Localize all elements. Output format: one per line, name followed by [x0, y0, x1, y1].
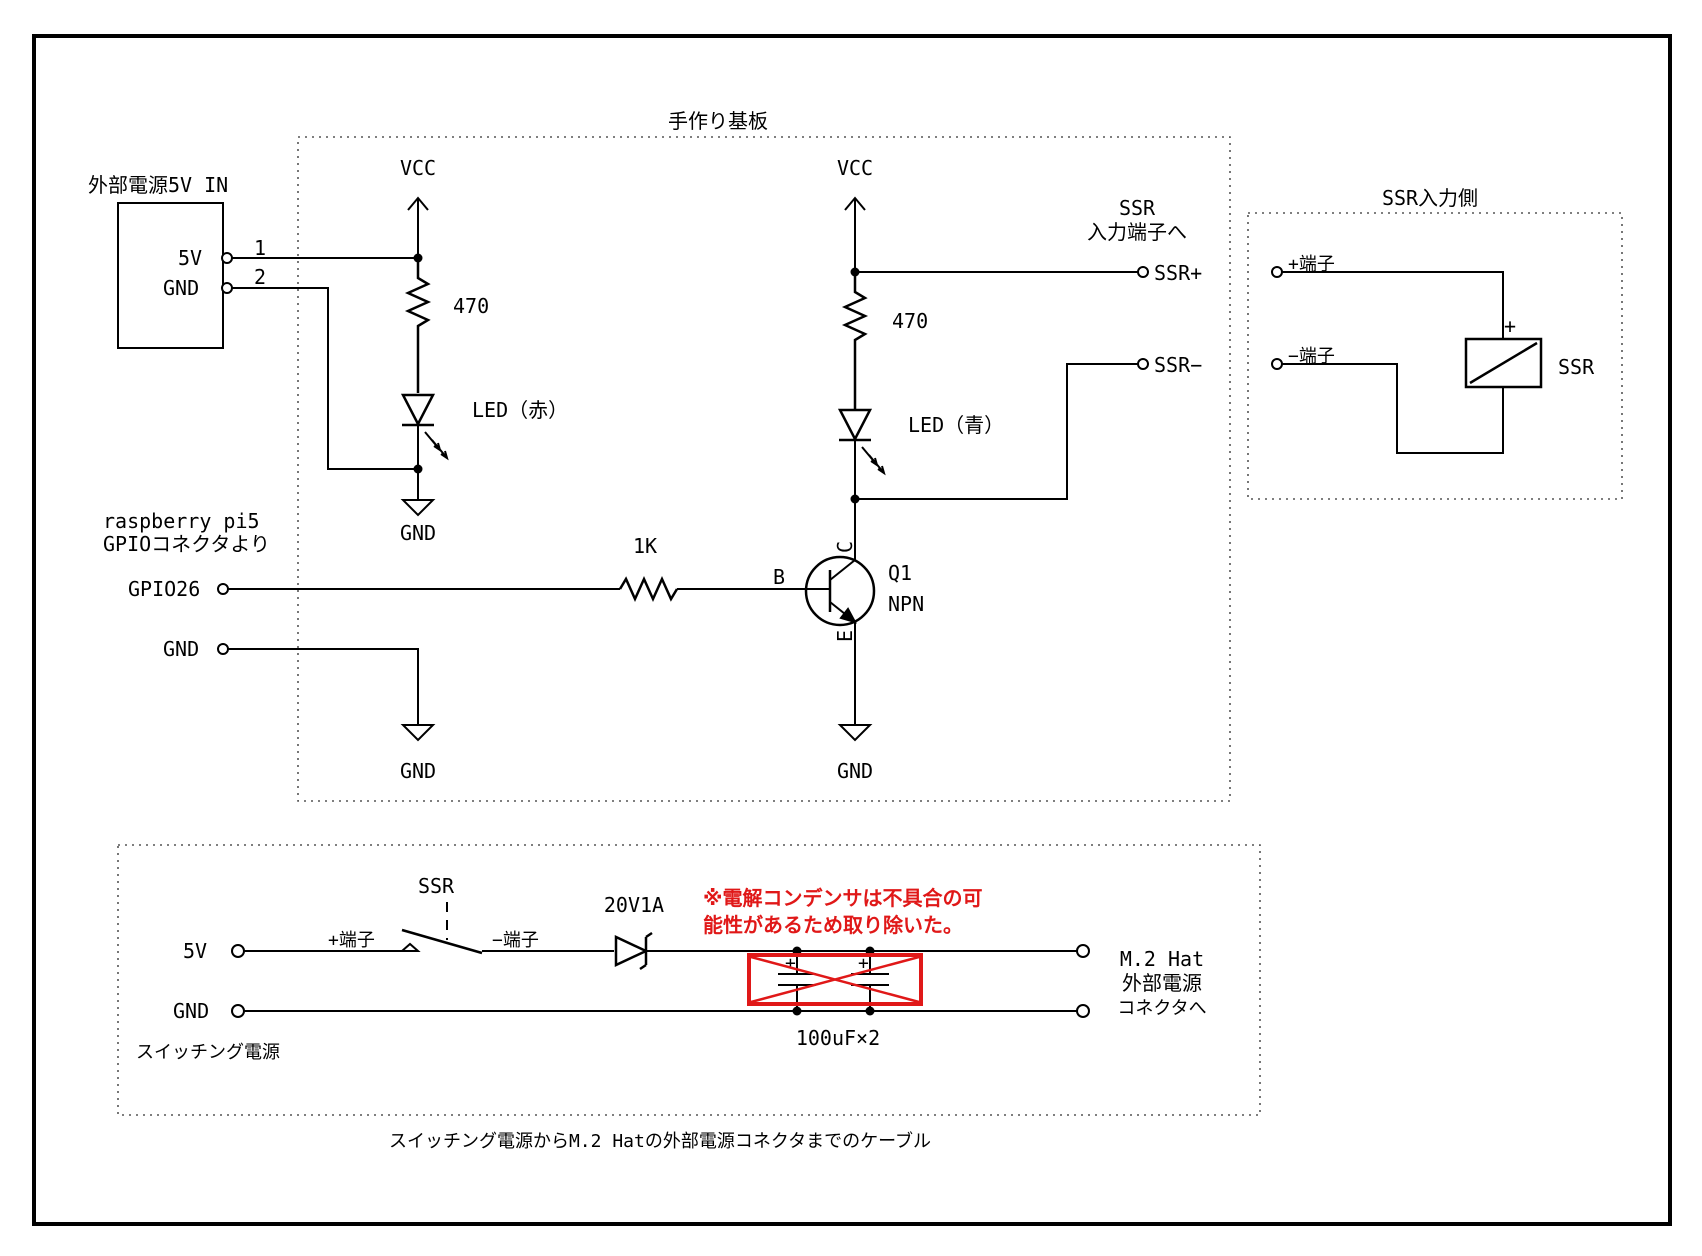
right-resistor-value: 470 — [892, 309, 928, 333]
dest-label-line2: 外部電源 — [1122, 971, 1202, 995]
base-resistor — [618, 575, 679, 603]
transistor-ref: Q1 — [888, 561, 912, 585]
transistor-collector-lead — [829, 559, 856, 581]
left-gnd-label: GND — [400, 521, 436, 545]
ssr-relay-slash — [1469, 341, 1538, 385]
ssr-plus-label: SSR+ — [1154, 261, 1202, 285]
cable-ssr-switch — [401, 928, 483, 955]
ext-power-pin1-number: 1 — [254, 236, 266, 260]
board-title: 手作り基板 — [668, 109, 768, 133]
ssr-out-title-line1: SSR — [1119, 196, 1156, 220]
ext-power-connector — [117, 202, 224, 349]
ssr-side-minus-label: −端子 — [1288, 346, 1335, 367]
transistor-collector-label: C — [833, 541, 857, 553]
rpi-gnd-label: GND — [163, 637, 199, 661]
ssr-relay-plus: + — [1504, 314, 1516, 338]
cable-ssr-label: SSR — [418, 874, 455, 898]
left-resistor-value: 470 — [453, 294, 489, 318]
wire-ssr-minus — [855, 363, 1139, 500]
ext-power-pin1-terminal — [221, 252, 233, 264]
rpi-gnd-terminal — [217, 643, 229, 655]
left-gnd-symbol — [400, 499, 436, 517]
ssr-input-side-box — [1247, 212, 1623, 500]
ssr-side-plus-terminal — [1271, 266, 1283, 278]
rpi-gnd-symbol-label: GND — [400, 759, 436, 783]
left-led-light-arrows — [424, 431, 449, 461]
dest-gnd-terminal — [1076, 1004, 1090, 1018]
ssr-side-plus-label: +端子 — [1288, 254, 1335, 275]
gpio26-terminal — [217, 583, 229, 595]
warning-line1: ※電解コンデンサは不具合の可 — [703, 886, 982, 910]
ext-power-pin2-label: GND — [163, 276, 199, 300]
cable-ssr-switch-contact — [399, 942, 421, 952]
transistor-q1 — [804, 555, 876, 627]
cable-5v-terminal — [231, 944, 245, 958]
capacitor-value: 100uF×2 — [796, 1026, 880, 1050]
removed-capacitor-box — [747, 953, 923, 1006]
cable-gnd-terminal — [231, 1004, 245, 1018]
rpi-gnd-symbol — [400, 724, 436, 742]
left-led-label: LED（赤） — [472, 398, 568, 422]
dest-5v-terminal — [1076, 944, 1090, 958]
right-led-label: LED（青） — [908, 413, 1004, 437]
junction — [413, 464, 423, 474]
ssr-side-minus-terminal — [1271, 358, 1283, 370]
cable-5v-label: 5V — [183, 939, 207, 963]
diode-label: 20V1A — [604, 893, 664, 917]
right-led — [837, 408, 873, 442]
base-resistor-value: 1K — [633, 534, 657, 558]
left-vcc-arrow — [407, 196, 429, 258]
transistor-emitter-label: E — [833, 630, 857, 642]
capacitor-2-plus: + — [858, 953, 869, 974]
cable-source-label: スイッチング電源 — [136, 1042, 280, 1063]
capacitor-1-plus: + — [785, 953, 796, 974]
transistor-type: NPN — [888, 592, 924, 616]
ssr-side-minus-wire — [1282, 363, 1504, 454]
transistor-base-label: B — [773, 565, 785, 589]
rpi-label-line1: raspberry pi5 — [103, 509, 260, 533]
transistor-emitter-arrow — [839, 607, 858, 624]
ext-power-pin2-terminal — [221, 282, 233, 294]
outer-frame — [32, 34, 1672, 1226]
capacitor-2 — [851, 951, 889, 1011]
dest-label-line3: コネクタへ — [1117, 998, 1206, 1019]
ssr-minus-label: SSR− — [1154, 353, 1202, 377]
cable-ssr-minus-label: −端子 — [492, 930, 539, 951]
wire-gnd — [232, 287, 418, 470]
right-vcc-label: VCC — [837, 156, 873, 180]
cable-box — [117, 844, 1261, 1116]
ssr-side-title: SSR入力側 — [1382, 186, 1478, 210]
left-led — [400, 393, 436, 427]
cable-gnd-label: GND — [173, 999, 209, 1023]
ext-power-pin2-number: 2 — [254, 265, 266, 289]
right-gnd-symbol — [837, 724, 873, 742]
left-vcc-label: VCC — [400, 156, 436, 180]
ext-power-pin1-label: 5V — [178, 246, 202, 270]
ssr-relay — [1464, 337, 1543, 389]
ssr-relay-label: SSR — [1558, 355, 1595, 379]
dest-label-line1: M.2 Hat — [1120, 947, 1204, 971]
removed-capacitor-cross — [750, 955, 920, 1004]
right-gnd-label: GND — [837, 759, 873, 783]
warning-line2: 能性があるため取り除いた。 — [703, 913, 963, 937]
left-resistor — [404, 258, 432, 393]
ssr-side-plus-wire — [1282, 271, 1504, 339]
ssr-minus-terminal — [1137, 358, 1149, 370]
right-vcc-arrow — [844, 196, 866, 272]
cable-ssr-plus-label: +端子 — [328, 930, 375, 951]
cable-caption: スイッチング電源からM.2 Hatの外部電源コネクタまでのケーブル — [389, 1130, 931, 1152]
ssr-out-title-line2: 入力端子へ — [1087, 220, 1187, 244]
capacitor-1 — [778, 951, 816, 1011]
rpi-label-line2: GPIOコネクタより — [103, 532, 270, 556]
wire-rpi-gnd — [228, 648, 419, 725]
ext-power-title: 外部電源5V IN — [88, 173, 228, 197]
right-resistor — [841, 272, 869, 409]
gpio26-label: GPIO26 — [128, 577, 200, 601]
ssr-plus-terminal — [1137, 266, 1149, 278]
right-led-light-arrows — [861, 446, 886, 476]
